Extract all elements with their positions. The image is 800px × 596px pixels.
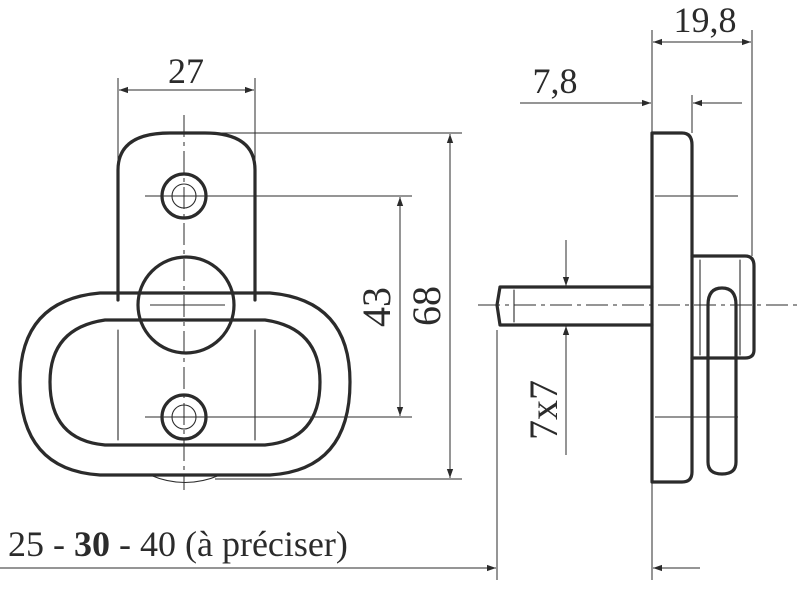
side-boss-inner [699,259,741,356]
caption-part-2: 30 [74,524,110,564]
dim-7x7-label: 7x7 [521,380,566,440]
dim-27-label: 27 [168,51,204,91]
front-view: 27 43 68 [18,51,462,490]
side-pin [495,285,654,327]
ring-outer [18,291,352,477]
dim-68-label: 68 [404,286,449,326]
mounting-plate-lower [117,329,256,441]
dim-43-label: 43 [354,287,399,327]
plate-bottom [149,474,221,483]
dim-19-8-label: 19,8 [674,0,737,40]
side-boss [690,254,756,360]
dim-7-8-label: 7,8 [533,61,578,101]
caption-part-1: 25 - [8,524,74,564]
length-caption: 25 - 30 - 40 (à préciser) [8,524,348,564]
side-plate [650,131,694,484]
length-dimension: 25 - 30 - 40 (à préciser) [0,524,700,572]
side-view: 7x7 7,8 19,8 [478,0,800,580]
caption-part-3: - 40 (à préciser) [110,524,348,564]
side-ring [706,286,738,476]
ring-inner [48,318,322,447]
central-boss [136,255,236,355]
